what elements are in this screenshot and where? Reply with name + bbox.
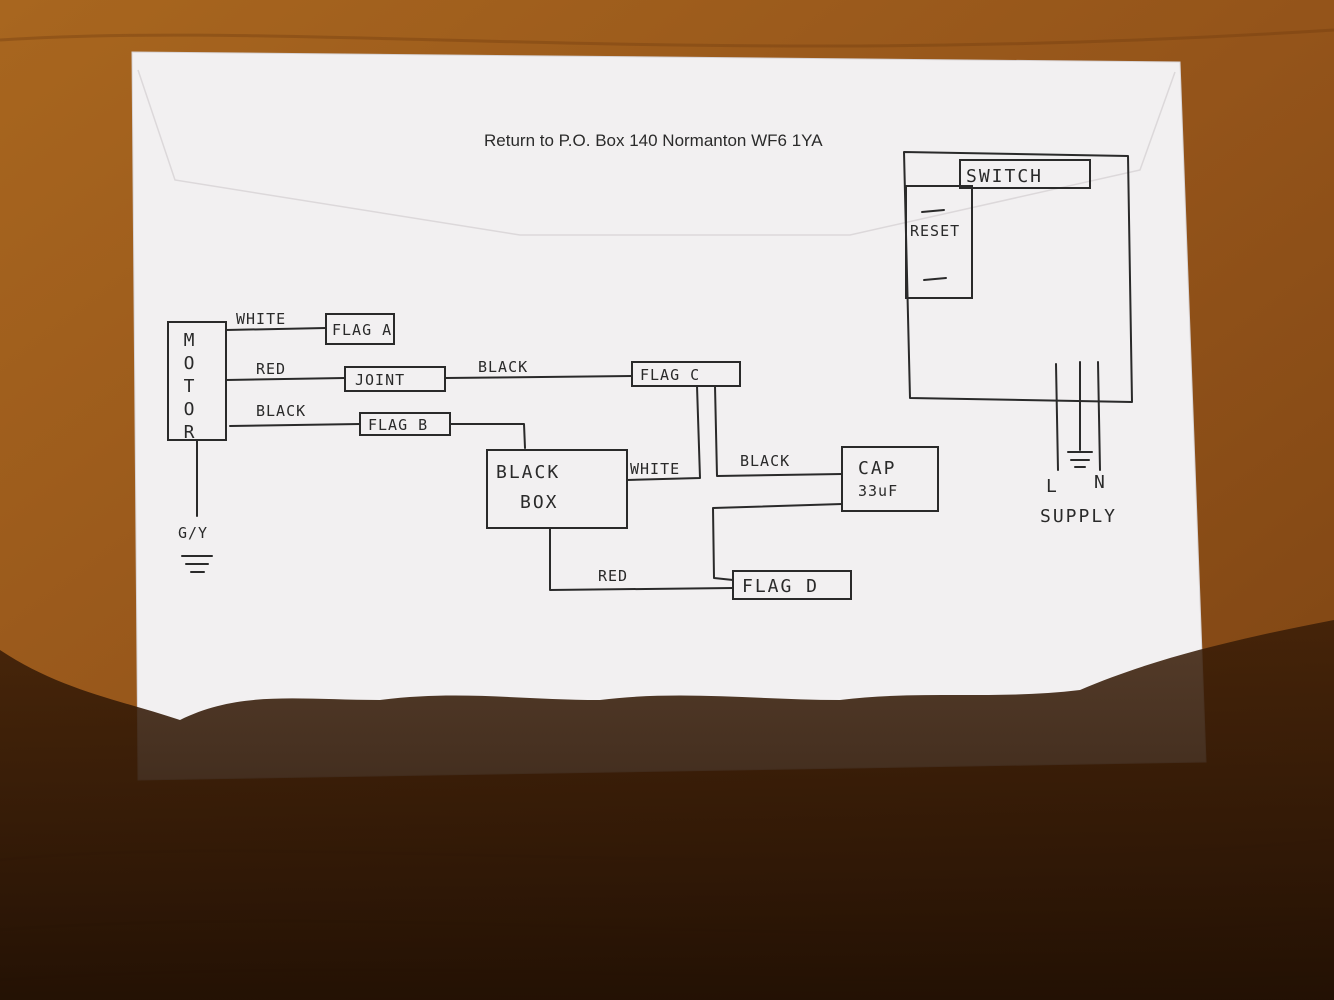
svg-text:O: O (184, 353, 197, 374)
flag-b-label: FLAG B (368, 416, 428, 434)
switch-title: SWITCH (966, 166, 1043, 187)
black-box (486, 449, 628, 529)
envelope-flap-creases (137, 69, 1176, 236)
supply-wires (1055, 361, 1101, 471)
capacitor-label-line2: 33uF (858, 482, 898, 500)
reset-lower-mark (923, 277, 947, 281)
svg-text:O: O (184, 399, 197, 420)
flag-a-box (325, 313, 395, 345)
supply-earth-icon (1067, 451, 1093, 468)
wire-label-black-2: BLACK (256, 402, 306, 420)
wire-motor-joint (225, 377, 346, 381)
wire-label-white-1: WHITE (236, 310, 286, 328)
wire-flag-b-box (449, 423, 526, 449)
svg-text:T: T (184, 376, 197, 397)
svg-text:M: M (184, 330, 197, 351)
svg-text:R: R (184, 422, 197, 443)
wire-box-flag-d (549, 527, 734, 591)
reset-button-box (905, 185, 973, 299)
wire-box-flag-c (626, 385, 701, 481)
flag-d-label: FLAG D (742, 576, 819, 597)
flag-d-box (732, 570, 852, 600)
joint-label: JOINT (355, 371, 405, 389)
supply-label: SUPPLY (1040, 506, 1117, 527)
switch-outline (903, 151, 1133, 403)
wire-label-red-1: RED (256, 360, 286, 378)
black-box-label-line1: BLACK (496, 462, 560, 483)
reset-label: RESET (910, 222, 960, 240)
capacitor-label-line1: CAP (858, 458, 897, 479)
capacitor-box (841, 446, 939, 512)
return-address: Return to P.O. Box 140 Normanton WF6 1YA (484, 131, 823, 150)
joint-box (344, 366, 446, 392)
wire-label-black-1: BLACK (478, 358, 528, 376)
earth-icon (181, 555, 213, 573)
wire-motor-flag-b (229, 423, 361, 427)
wire-label-black-3: BLACK (740, 452, 790, 470)
reset-upper-mark (921, 209, 945, 213)
wire-label-white-2: WHITE (630, 460, 680, 478)
wire-flag-c-cap (714, 385, 843, 477)
flag-a-label: FLAG A (332, 321, 392, 339)
switch-title-box (959, 159, 1091, 189)
supply-live-label: L (1046, 476, 1059, 497)
motor-label: M O T O R (184, 330, 197, 443)
black-box-label-line2: BOX (520, 492, 559, 513)
earth-label: G/Y (178, 524, 208, 542)
wire-joint-flag-c (444, 375, 633, 379)
flag-c-label: FLAG C (640, 366, 700, 384)
supply-neutral-label: N (1094, 472, 1107, 493)
flag-c-box (631, 361, 741, 387)
photographer-shadow (0, 620, 1334, 1000)
wire-label-red-2: RED (598, 567, 628, 585)
wire-motor-flag-a (225, 327, 327, 331)
wire-cap-flag-d (712, 503, 843, 581)
